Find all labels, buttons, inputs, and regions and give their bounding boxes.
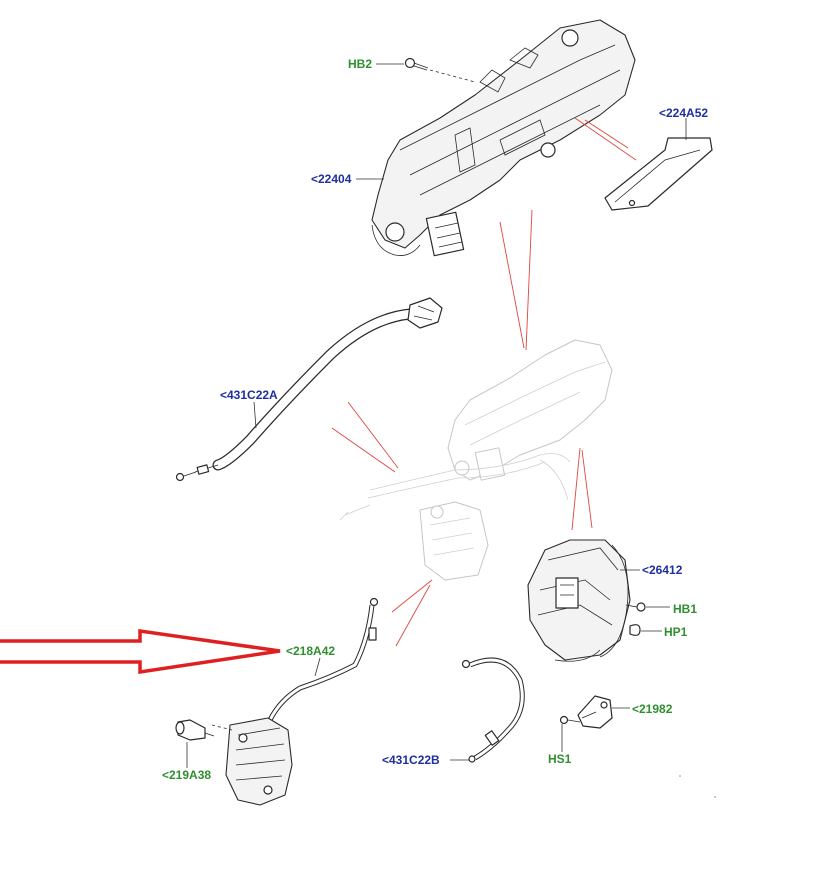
pin-219a38 — [175, 719, 215, 768]
label-hb1: HB1 — [673, 602, 698, 616]
gasket-strip-224a52 — [574, 117, 713, 211]
handle-housing-22404 — [371, 19, 636, 257]
label-218a42: <218A42 — [286, 644, 336, 658]
label-hb2: HB2 — [348, 57, 373, 71]
highlight-arrow — [0, 628, 281, 675]
label-431c22b: <431C22B — [382, 753, 440, 767]
door-latch-26412 — [527, 539, 640, 662]
label-21982: <21982 — [632, 702, 673, 716]
label-hs1: HS1 — [548, 752, 572, 766]
door-lock-actuator — [211, 717, 293, 806]
label-224a52: <224A52 — [659, 106, 709, 120]
ghost-assembly — [339, 339, 613, 581]
label-219a38: <219A38 — [162, 768, 212, 782]
bolt-hb2 — [376, 57, 476, 83]
bolt-hb1 — [625, 602, 670, 612]
screw-hs1 — [559, 715, 581, 752]
label-22404: <22404 — [311, 172, 352, 186]
clip-hp1 — [629, 624, 662, 636]
label-hp1: HP1 — [664, 625, 688, 639]
label-26412: <26412 — [642, 563, 683, 577]
striker-21982 — [577, 695, 630, 729]
label-431c22a: <431C22A — [220, 388, 278, 402]
cable-431c22a — [175, 297, 443, 482]
cable-218a42 — [267, 597, 379, 722]
cable-431c22b — [450, 657, 525, 763]
